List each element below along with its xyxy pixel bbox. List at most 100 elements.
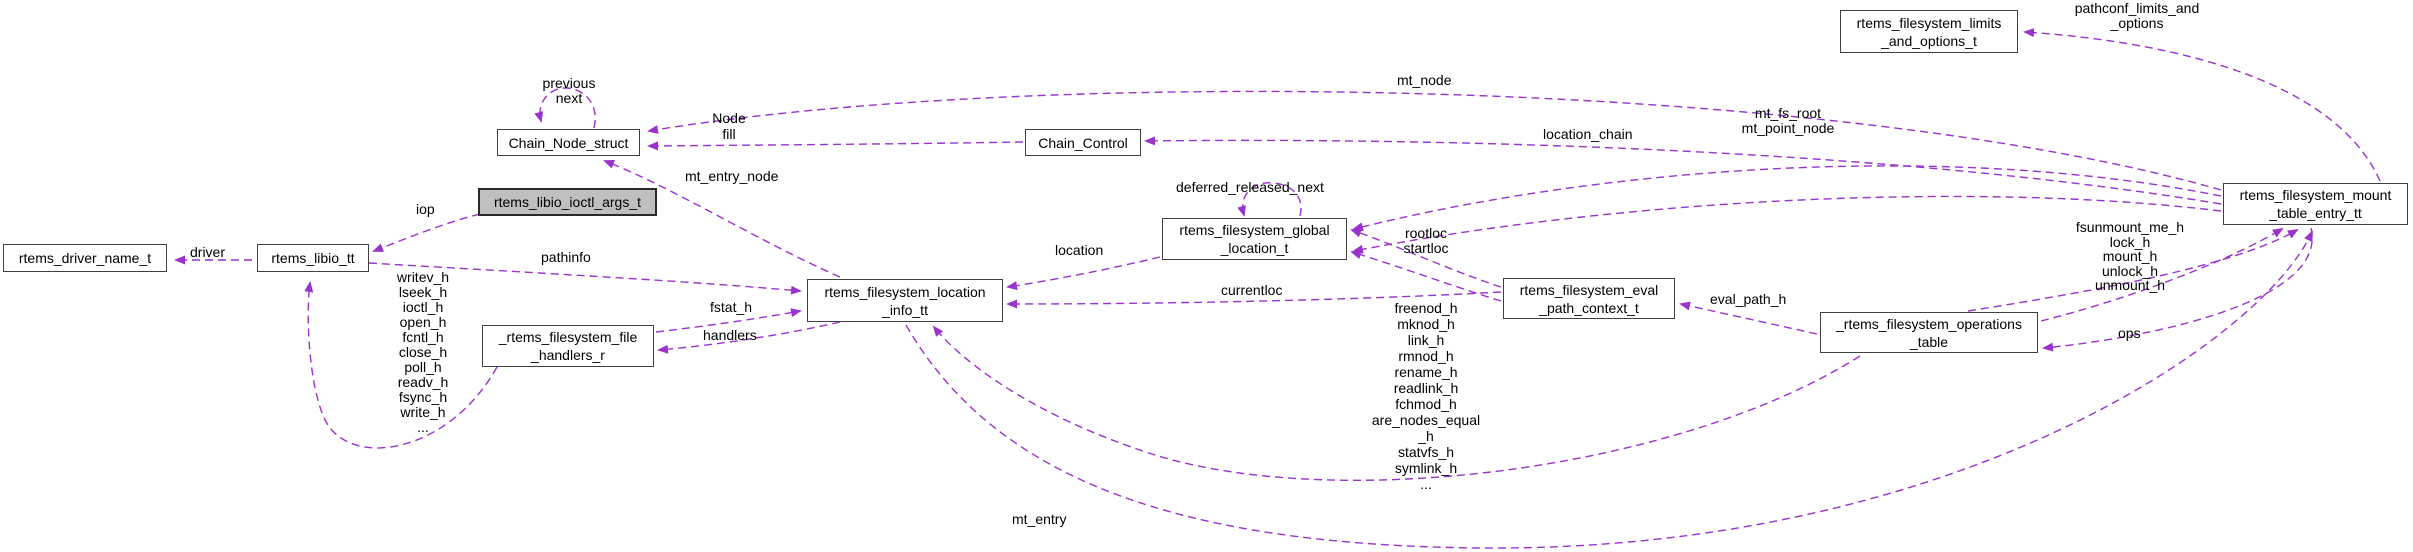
edge-label-deferred-released-next: deferred_released_next	[1176, 179, 1324, 195]
list-line: lock_h	[2109, 233, 2151, 250]
node-rtems-libio-tt[interactable]: rtems_libio_tt	[257, 244, 369, 272]
list-line: fcntl_h	[402, 329, 444, 345]
node-rtems-libio-ioctl-args-t[interactable]: rtems_libio_ioctl_args_t	[478, 188, 657, 216]
edge-label-pathconf-line2: _options	[2110, 15, 2164, 31]
node-rtems-driver-name-t[interactable]: rtems_driver_name_t	[3, 244, 167, 272]
edge-node-fill	[647, 141, 1024, 151]
node-label: rtems_filesystem_limits	[1856, 14, 2002, 31]
edge-mt-entry-node	[603, 160, 841, 278]
edge-handlers	[657, 321, 841, 354]
edge-mt-point-node	[1352, 195, 2222, 254]
edge-label-rootloc: rootloc	[1404, 225, 1448, 241]
list-line: readv_h	[397, 374, 449, 390]
node-chain-node-struct[interactable]: Chain_Node_struct	[497, 129, 640, 156]
node-chain-control[interactable]: Chain_Control	[1025, 129, 1141, 156]
list-line: statvfs_h	[1397, 444, 1455, 460]
node-rtems-filesystem-global-location-t[interactable]: rtems_filesystem_global _location_t	[1162, 218, 1347, 260]
node-label: _handlers_r	[531, 347, 605, 363]
node-label: Chain_Control	[1038, 134, 1128, 151]
list-line: readlink_h	[1393, 380, 1459, 396]
list-line: close_h	[398, 344, 448, 360]
node-label: _path_context_t	[1539, 299, 1639, 316]
edge-label-eval-path-h: eval_path_h	[1710, 291, 1787, 307]
list-line: fchmod_h	[1395, 396, 1457, 412]
list-line: fsunmount_me_h	[2075, 219, 2185, 235]
node-label: rtems_libio_ioctl_args_t	[493, 194, 642, 210]
edge-iop	[372, 213, 481, 252]
list-line: freenod_h	[1394, 300, 1458, 316]
list-line: open_h	[399, 314, 447, 330]
list-line: unmount_h	[2094, 277, 2166, 294]
edge-location-chain	[1144, 136, 2222, 205]
list-line: mknod_h	[1397, 316, 1455, 332]
list-line: unlock_h	[2101, 262, 2159, 279]
list-line: are_nodes_equal	[1371, 412, 1481, 428]
list-line: fsync_h	[398, 389, 448, 405]
node-rtems-filesystem-file-handlers-r[interactable]: _rtems_filesystem_file _handlers_r	[482, 325, 654, 367]
edge-mount-ops-1	[2040, 227, 2284, 322]
list-line: _h	[1418, 428, 1434, 444]
node-rtems-filesystem-limits-and-options-t[interactable]: rtems_filesystem_limits _and_options_t	[1840, 10, 2018, 53]
edge-label-pathinfo: pathinfo	[541, 249, 591, 265]
node-label: _location_t	[1220, 240, 1289, 256]
node-rtems-filesystem-operations-table[interactable]: _rtems_filesystem_operations _table	[1820, 312, 2038, 353]
edge-label-ops: ops	[2118, 325, 2141, 341]
node-label: _info_tt	[882, 301, 928, 318]
node-label: _table	[1909, 333, 1949, 350]
node-label: rtems_libio_tt	[271, 250, 355, 266]
list-line: mount_h	[2102, 248, 2158, 265]
list-line: rmnod_h	[1398, 348, 1454, 364]
node-label: rtems_filesystem_location	[824, 283, 986, 300]
list-line: symlink_h	[1394, 460, 1458, 476]
edge-label-mt-entry: mt_entry	[1012, 511, 1067, 527]
list-line: ioctl_h	[402, 299, 444, 315]
node-rtems-filesystem-location-info-tt[interactable]: rtems_filesystem_location _info_tt	[807, 279, 1003, 322]
edge-currentloc	[1006, 291, 1502, 309]
edge-pathinfo	[368, 262, 802, 295]
edge-label-currentloc: currentloc	[1221, 282, 1283, 298]
edge-label-driver: driver	[190, 244, 226, 260]
edge-label-node-fill: Node fill	[704, 110, 754, 142]
list-line: rename_h	[1394, 364, 1458, 380]
edge-label-rootloc-startloc: rootloc startloc	[1394, 226, 1458, 256]
edge-label-fstat-h: fstat_h	[710, 299, 753, 315]
edge-label-iop: iop	[416, 201, 435, 217]
edge-label-mt-entry-node: mt_entry_node	[685, 168, 779, 184]
edge-label-mt-node: mt_node	[1397, 72, 1452, 88]
node-label: _rtems_filesystem_file	[498, 329, 638, 345]
edge-ops	[2042, 227, 2313, 352]
edge-label-node: Node	[712, 110, 746, 126]
node-label: Chain_Node_struct	[508, 134, 629, 151]
edge-label-mt-fs-root-mt-point-node: mt_fs_root mt_point_node	[1718, 106, 1858, 136]
node-label: _rtems_filesystem_operations	[1836, 315, 2022, 332]
edge-label-previous-next: previous next	[538, 76, 600, 106]
edge-mt-entry	[905, 230, 2313, 549]
list-line: link_h	[1407, 332, 1445, 348]
list-line: write_h	[400, 404, 446, 420]
node-rtems-filesystem-mount-table-entry-tt[interactable]: rtems_filesystem_mount _table_entry_tt	[2223, 183, 2408, 225]
edge-label-mt-point-node: mt_point_node	[1741, 120, 1835, 136]
edge-deferred-self-loop	[1237, 182, 1302, 217]
node-label: rtems_filesystem_mount	[2239, 187, 2392, 203]
node-label: _and_options_t	[1881, 32, 1977, 49]
edge-label-mt-fs-root: mt_fs_root	[1754, 105, 1822, 121]
node-label: rtems_filesystem_eval	[1519, 281, 1659, 298]
edge-label-location: location	[1055, 242, 1104, 258]
node-rtems-filesystem-eval-path-context-t[interactable]: rtems_filesystem_eval _path_context_t	[1503, 278, 1675, 319]
edge-label-pathconf-line1: pathconf_limits_and	[2074, 0, 2200, 16]
edge-startloc	[1350, 250, 1502, 302]
node-label: rtems_driver_name_t	[18, 250, 152, 266]
list-line: poll_h	[404, 359, 442, 375]
edge-location	[1006, 256, 1161, 291]
list-line: writev_h	[396, 269, 450, 285]
edge-label-next: next	[555, 90, 583, 106]
edge-label-location-chain: location_chain	[1543, 126, 1633, 142]
list-line: ...	[417, 419, 429, 435]
list-line: lseek_h	[398, 284, 448, 300]
edge-rootloc	[1350, 228, 1502, 288]
